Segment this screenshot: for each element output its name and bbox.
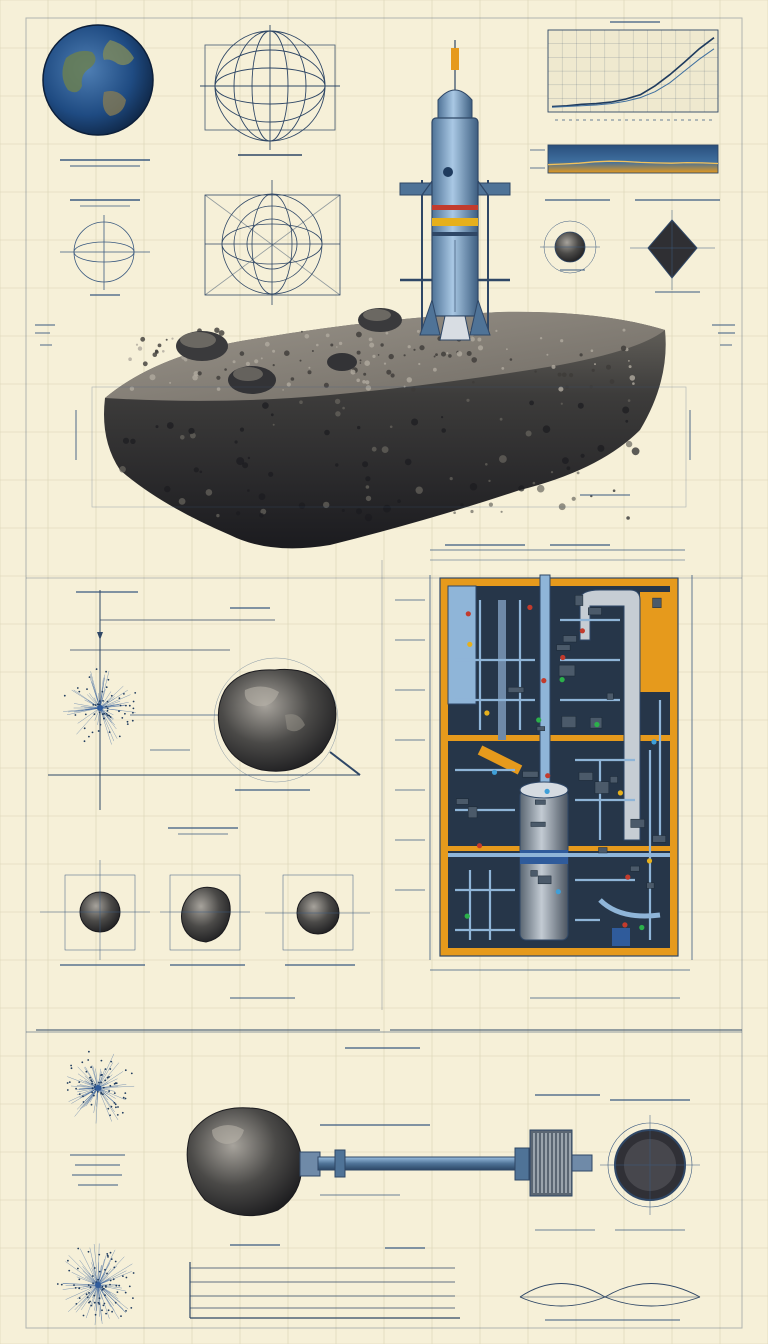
line-chart-icon: [189, 1244, 460, 1319]
radiation-schematic: [48, 590, 360, 810]
orbit-schematic: [60, 199, 150, 296]
globe-caption-lines: [60, 159, 150, 167]
asteroid-specimen-row: [40, 827, 370, 999]
boulder: [228, 366, 276, 394]
asteroid-icon: [265, 874, 370, 966]
band-chart: [530, 144, 719, 174]
dimension-lines: [91, 386, 687, 508]
burst-caption-lines: [70, 1154, 125, 1186]
side-annotations: [35, 324, 735, 460]
rocket-icon: [399, 40, 511, 341]
energy-burst-icon: [66, 1050, 135, 1124]
turbine-fins: [533, 1133, 571, 1193]
drill-shaft-icon: [186, 1094, 600, 1231]
pipe-network: [455, 595, 666, 940]
machinery-cutaway-icon: [439, 574, 679, 957]
diamond-probe-icon: [630, 199, 720, 293]
asteroid-icon: [213, 657, 361, 783]
wireframe-sphere-icon: [200, 25, 340, 156]
boulder: [358, 308, 402, 332]
wave-profile: [519, 1283, 701, 1321]
asteroid-icon: [160, 874, 250, 966]
floating-rock-platform: [104, 308, 666, 549]
energy-burst-icon: [56, 1243, 135, 1326]
line-chart-icon: [547, 21, 719, 121]
boulder: [327, 353, 357, 371]
asteroid-icon: [540, 199, 610, 274]
asteroid-icon: [40, 860, 150, 966]
valve-indicators: [464, 604, 657, 931]
boulder: [176, 331, 228, 361]
energy-burst-icon: [63, 668, 137, 745]
filter-disk-icon: [600, 1099, 700, 1231]
earth-globe-icon: [42, 24, 154, 136]
sheet-frame: [25, 17, 743, 1329]
cutaway-dimension-lines: [395, 544, 693, 999]
wireframe-sphere-icon: [204, 180, 341, 305]
